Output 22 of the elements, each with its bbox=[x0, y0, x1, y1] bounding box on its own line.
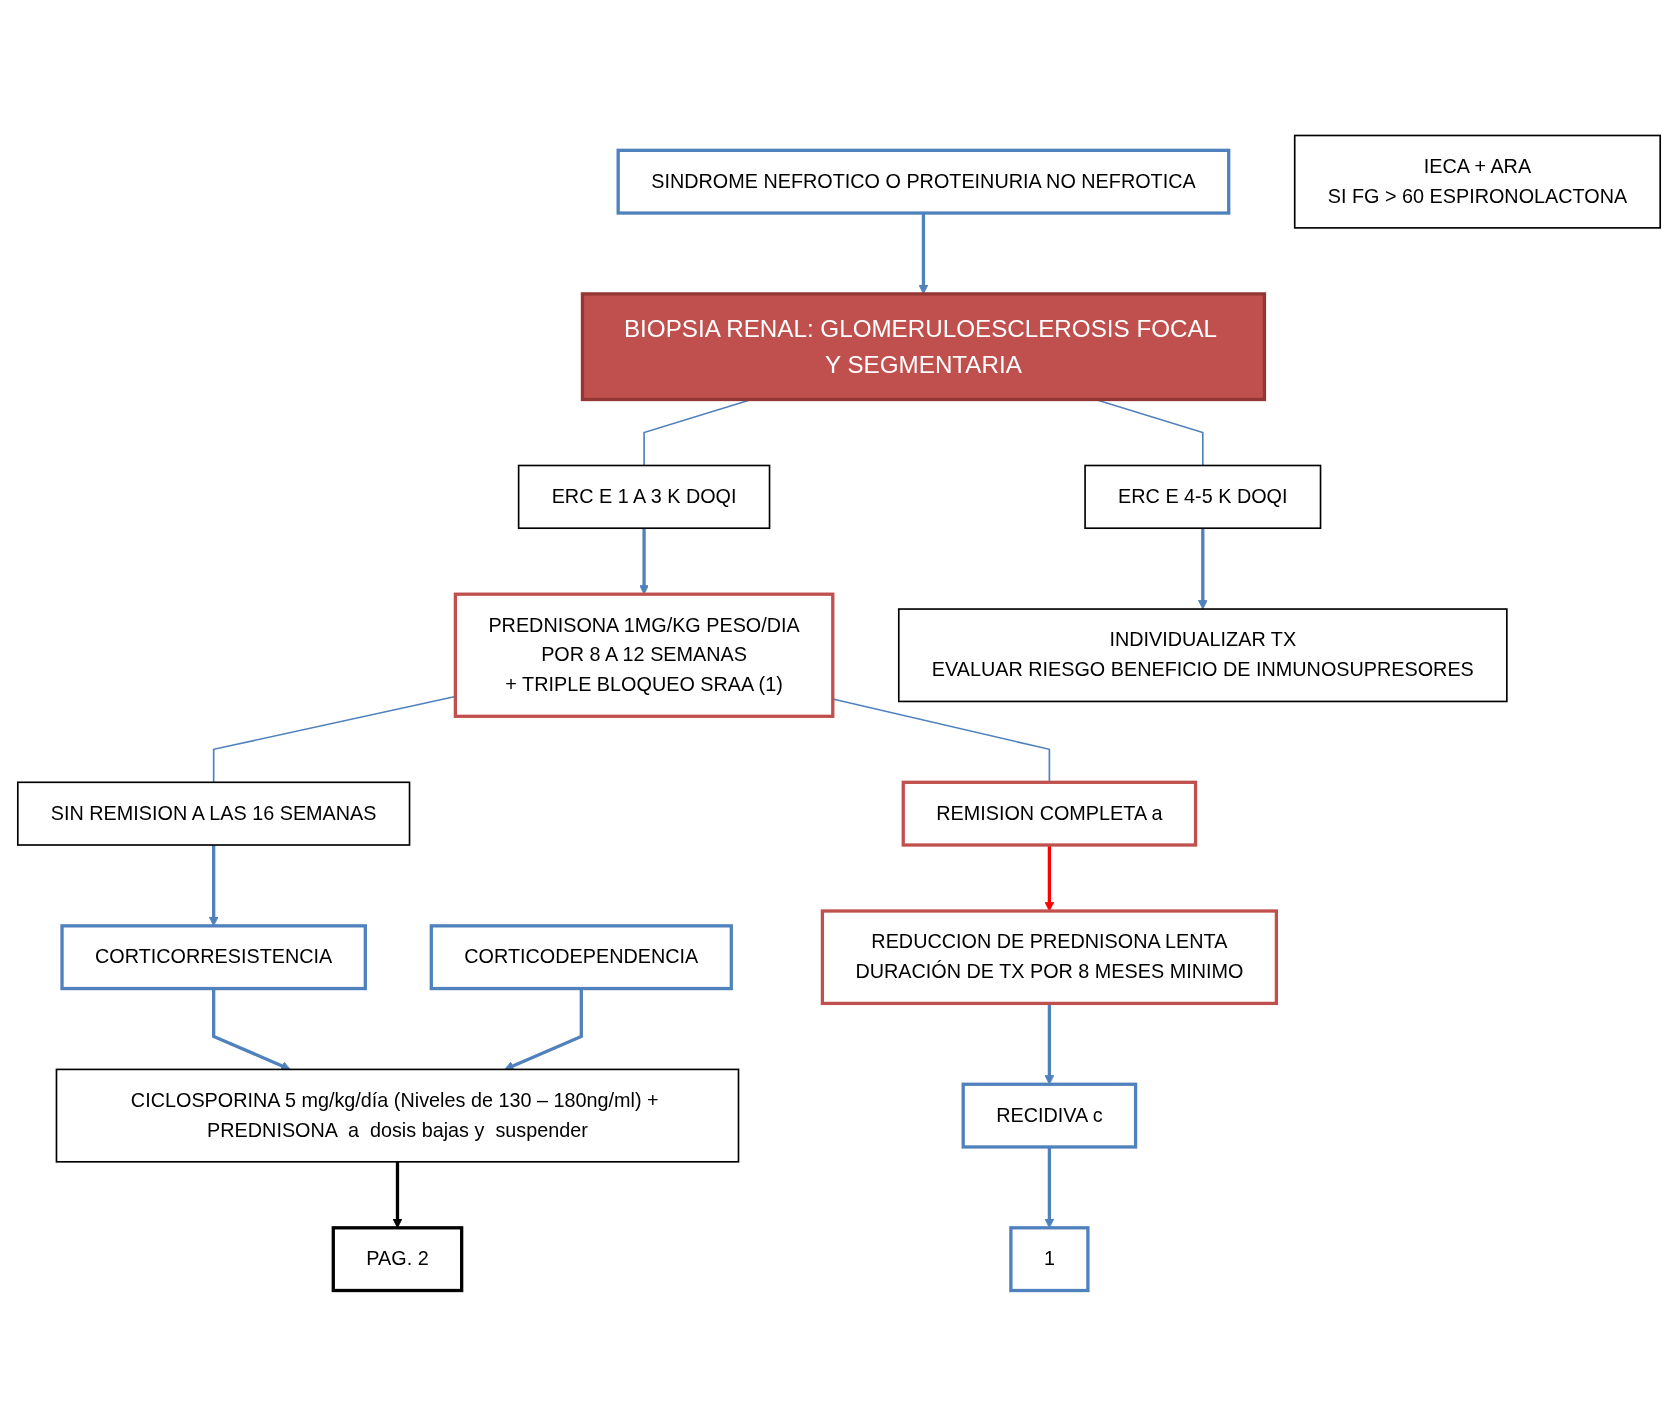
arrow bbox=[1044, 1003, 1055, 1085]
arrow bbox=[504, 988, 583, 1071]
node-box: INDIVIDUALIZAR TX EVALUAR RIESGO BENEFICIO DE INMUNOSUPRESORES bbox=[897, 608, 1508, 703]
node-box: ERC E 4-5 K DOQI bbox=[1084, 464, 1322, 530]
node-box: REDUCCION DE PREDNISONA LENTA DURACIÓN DE TX POR 8 MESES MINIMO bbox=[820, 909, 1279, 1006]
node-box: SIN REMISION A LAS 16 SEMANAS bbox=[16, 781, 411, 846]
arrow bbox=[1197, 528, 1208, 610]
node-box: SINDROME NEFROTICO O PROTEINURIA NO NEFROTICA bbox=[616, 148, 1231, 215]
arrow bbox=[212, 988, 291, 1071]
node-box: CICLOSPORINA 5 mg/kg/día (Niveles de 130 – 180ng/ml) + PREDNISONA a dosis bajas y suspender bbox=[55, 1068, 740, 1163]
node-box: 1 bbox=[1009, 1226, 1090, 1293]
node-box: ERC E 1 A 3 K DOQI bbox=[517, 464, 771, 530]
node-box: PREDNISONA 1MG/KG PESO/DIA POR 8 A 12 SEMANAS + TRIPLE BLOQUEO SRAA (1) bbox=[453, 592, 835, 718]
arrow bbox=[639, 528, 649, 595]
node-box: IECA + ARA SI FG > 60 ESPIRONOLACTONA bbox=[1293, 134, 1662, 229]
node-box: CORTICORRESISTENCIA bbox=[60, 924, 367, 991]
node-box: CORTICODEPENDENCIA bbox=[429, 924, 733, 991]
arrow bbox=[1044, 845, 1055, 912]
node-box: REMISION COMPLETA a bbox=[901, 780, 1198, 847]
node-box: PAG. 2 bbox=[331, 1226, 464, 1293]
node-box: RECIDIVA c bbox=[961, 1082, 1138, 1149]
node-box: BIOPSIA RENAL: GLOMERULOESCLEROSIS FOCAL Y SEGMENTARIA bbox=[580, 292, 1267, 402]
